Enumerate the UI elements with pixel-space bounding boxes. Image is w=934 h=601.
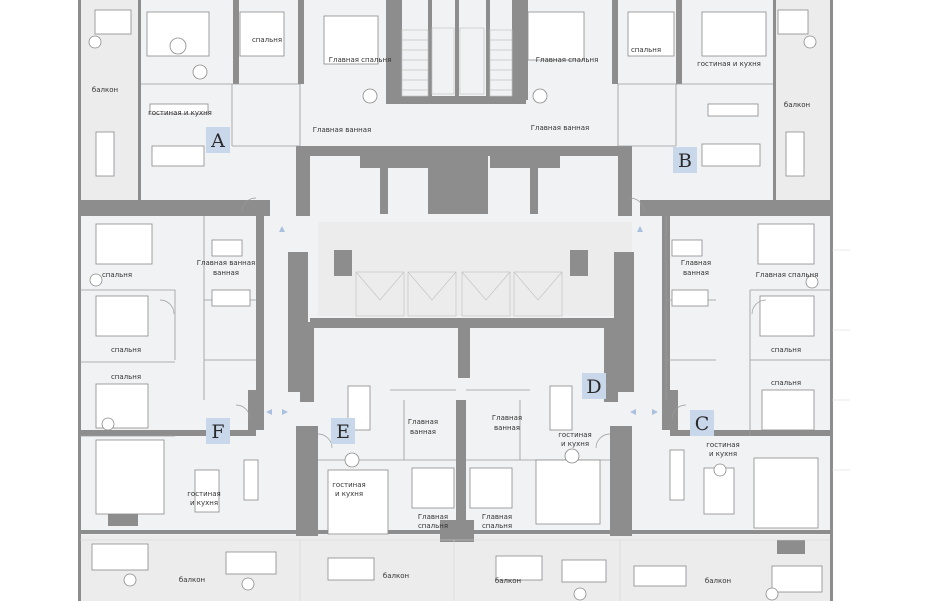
room-label: балкон (784, 101, 810, 109)
unit-label-a: A (210, 130, 225, 152)
entry-arrow-icon (266, 409, 272, 415)
unit-badge-c (690, 410, 714, 436)
stairs (401, 27, 513, 97)
room-label: гостиная и кухня (697, 60, 761, 68)
room-label: балкон (495, 577, 521, 585)
entry-arrow-icon (637, 226, 643, 232)
room-label: гостиная и кухня (148, 109, 212, 117)
room-label: Главная (681, 259, 711, 267)
entry-arrow-icon (630, 409, 636, 415)
room-label: спальня (111, 346, 141, 354)
room-label: Главная (408, 418, 438, 426)
unit-label-d: D (586, 376, 601, 398)
room-label: гостиная (332, 481, 366, 489)
room-label: Главная (482, 513, 512, 521)
room-label: ванная (410, 428, 436, 436)
room-labels: балкон спальня Главная спальня гостиная … (92, 36, 818, 585)
room-label: Главная спальня (756, 271, 819, 279)
room-label: Главная спальня (536, 56, 599, 64)
furniture (88, 9, 823, 601)
unit-label-e: E (336, 421, 350, 443)
room-label: балкон (179, 576, 205, 584)
room-label: и кухня (335, 490, 363, 498)
room-label: спальня (111, 373, 141, 381)
room-label: ванная (683, 269, 709, 277)
room-label: Главная (418, 513, 448, 521)
entry-arrow-icon (279, 226, 285, 232)
room-label: Главная спальня (329, 56, 392, 64)
unit-badge-a (206, 127, 230, 153)
entry-arrow-icon (652, 409, 658, 415)
room-label: спальня (252, 36, 282, 44)
room-label: спальня (102, 271, 132, 279)
room-label: и кухня (190, 499, 218, 507)
unit-badge-f (206, 418, 230, 444)
room-label: Главная ванная (531, 124, 590, 132)
unit-badge-b (673, 147, 697, 173)
unit-label-b: B (678, 150, 692, 172)
unit-badges: A B C D E F (206, 127, 714, 444)
room-label: гостиная (187, 490, 221, 498)
room-label: спальня (631, 46, 661, 54)
room-label: спальня (418, 522, 448, 530)
entry-arrow-icon (282, 409, 288, 415)
room-label: спальня (771, 346, 801, 354)
elevators (355, 271, 563, 317)
unit-badge-d (582, 373, 606, 399)
unit-badge-e (331, 418, 355, 444)
room-label: балкон (705, 577, 731, 585)
room-label: Главная ванная (197, 259, 256, 267)
room-label: спальня (482, 522, 512, 530)
room-label: ванная (494, 424, 520, 432)
room-label: балкон (383, 572, 409, 580)
facade-lines (80, 249, 850, 601)
unit-label-f: F (211, 421, 224, 443)
room-label: Главная ванная (313, 126, 372, 134)
room-label: гостиная (706, 441, 740, 449)
structural-walls (78, 0, 833, 601)
entry-arrows (266, 226, 658, 415)
room-label: ванная (213, 269, 239, 277)
room-label: гостиная (558, 431, 592, 439)
unit-label-c: C (695, 413, 710, 435)
room-label: балкон (92, 86, 118, 94)
room-label: и кухня (709, 450, 737, 458)
room-label: Главная (492, 414, 522, 422)
room-label: и кухня (561, 440, 589, 448)
doors (159, 197, 767, 449)
room-label: спальня (771, 379, 801, 387)
